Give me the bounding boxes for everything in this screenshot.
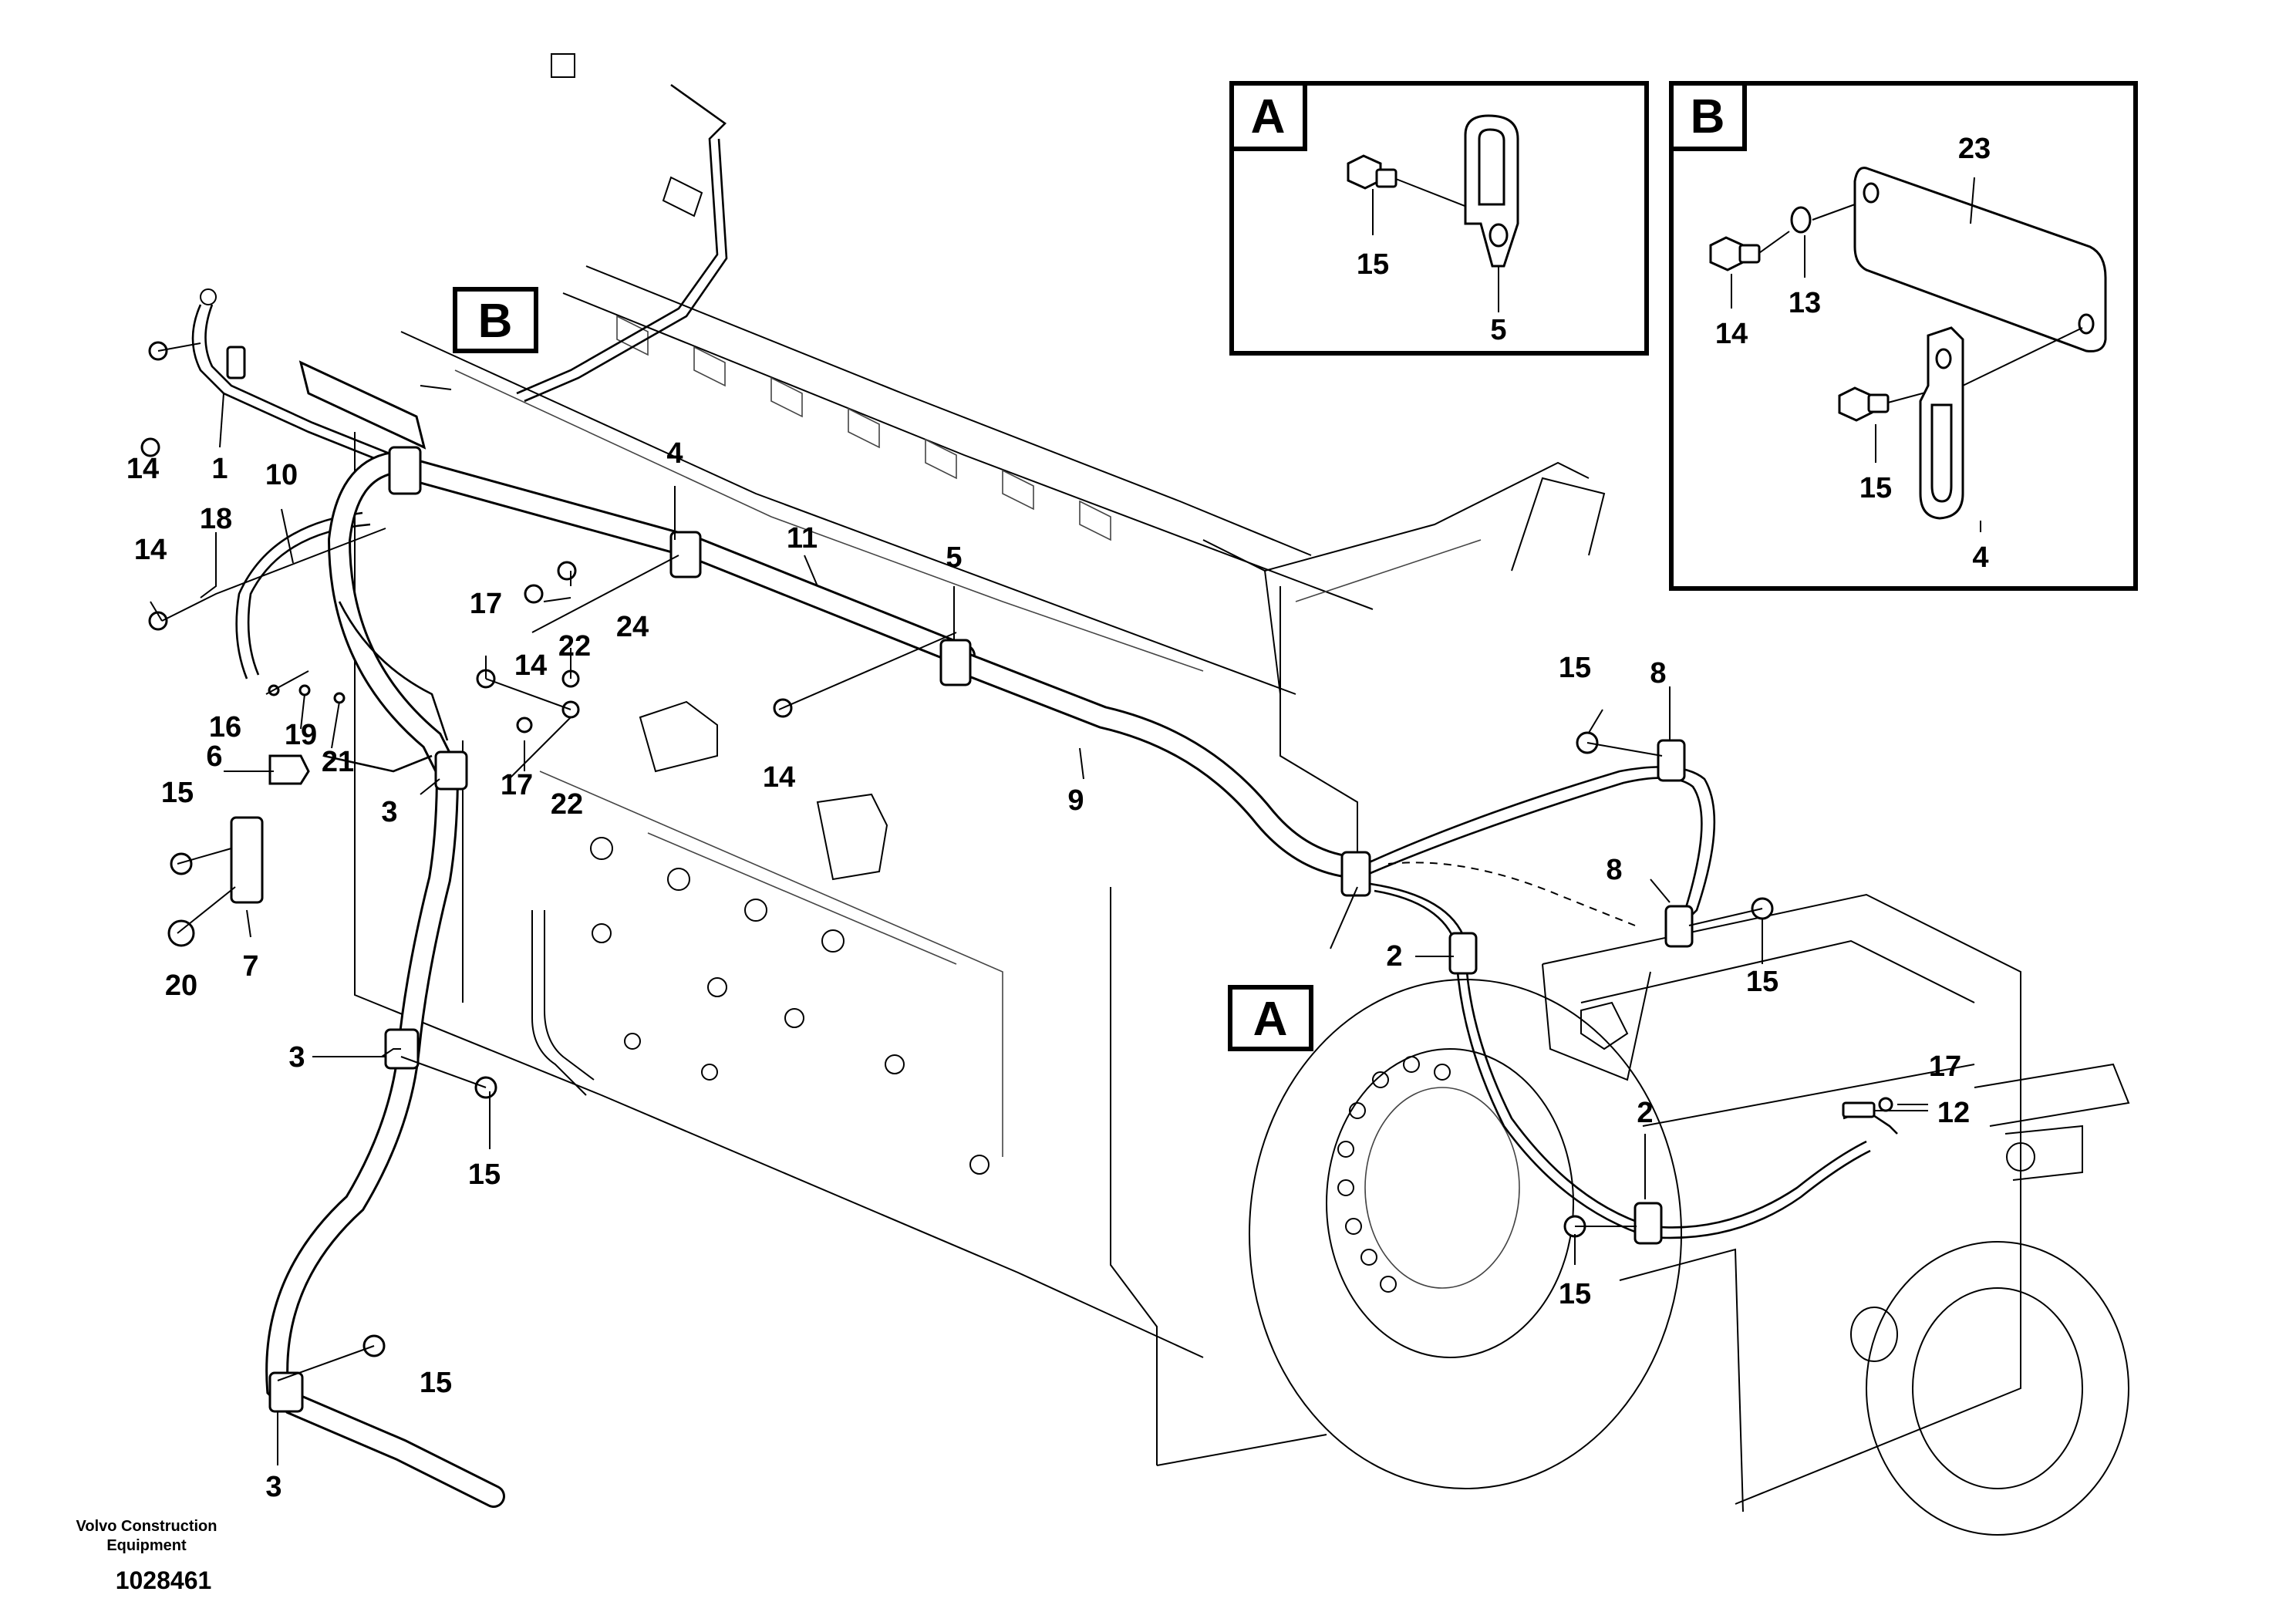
callout-17: 17	[470, 588, 502, 620]
clamps	[226, 346, 1876, 1413]
callout-18: 18	[200, 503, 232, 535]
callout-15: 15	[420, 1367, 452, 1399]
callout-8: 8	[1650, 657, 1666, 690]
callout-3: 3	[288, 1041, 305, 1074]
svg-text:15: 15	[1859, 472, 1892, 504]
svg-text:13: 13	[1789, 287, 1821, 319]
callout-9: 9	[1067, 784, 1084, 817]
svg-text:B: B	[478, 295, 513, 348]
callout-12: 12	[1937, 1097, 1970, 1129]
p-clamp-4-inset-b	[1919, 326, 1964, 520]
callout-3: 3	[381, 796, 397, 828]
callout-1: 1	[211, 453, 228, 485]
svg-text:A: A	[1253, 993, 1288, 1046]
washer-13	[1790, 206, 1812, 234]
callout-14: 14	[126, 453, 159, 485]
callout-15: 15	[1746, 966, 1778, 998]
view-tag-b-main: B	[453, 287, 538, 353]
leader-lines	[150, 342, 1928, 1465]
callout-21: 21	[322, 746, 354, 778]
document-number: 1028461	[116, 1566, 212, 1594]
callout-5: 5	[946, 541, 962, 574]
callout-22: 22	[558, 630, 591, 663]
inset-view-b: B 23 13 14 15	[1669, 81, 2138, 591]
callout-11: 11	[787, 522, 818, 555]
footer-credit: Volvo Construction Equipment 1028461	[76, 1518, 217, 1594]
callout-16: 16	[209, 711, 241, 744]
svg-text:A: A	[1251, 90, 1286, 143]
svg-text:23: 23	[1958, 133, 1991, 165]
callout-8: 8	[1606, 854, 1622, 886]
inset-view-a: A 15 5	[1229, 81, 1649, 356]
callout-15: 15	[1559, 652, 1591, 684]
callout-15: 15	[1559, 1278, 1591, 1310]
callout-15: 15	[468, 1158, 501, 1191]
callout-14: 14	[134, 534, 167, 566]
callout-22: 22	[551, 788, 583, 821]
callout-15: 15	[161, 777, 194, 809]
callout-2: 2	[1386, 940, 1402, 973]
svg-text:14: 14	[1715, 318, 1748, 350]
callout-labels: 14 1 10 18 14 4 11 5 17 24 22 14 16 19 6…	[126, 437, 1970, 1503]
callout-17: 17	[1929, 1050, 1961, 1083]
callout-6: 6	[206, 740, 222, 773]
callout-14: 14	[514, 649, 547, 682]
callout-17: 17	[501, 769, 533, 801]
callout-19: 19	[285, 719, 317, 751]
svg-text:Volvo Construction: Volvo Construction	[76, 1518, 217, 1535]
svg-text:B: B	[1691, 90, 1725, 143]
p-clamp-5-inset-a	[1464, 114, 1519, 268]
callout-4: 4	[666, 437, 683, 470]
cable-harness	[191, 288, 1898, 1508]
svg-text:15: 15	[1357, 248, 1389, 281]
bolt-15-inset-b	[1838, 386, 1890, 422]
svg-text:4: 4	[1972, 541, 1988, 574]
bolt-15-inset-a	[1347, 154, 1397, 190]
callout-2: 2	[1637, 1097, 1653, 1129]
view-tag-a-main: A	[1228, 985, 1313, 1051]
engine-block-drawing	[354, 53, 2130, 1536]
callout-20: 20	[165, 969, 197, 1002]
callout-7: 7	[242, 950, 258, 983]
callout-14: 14	[763, 761, 795, 794]
callout-10: 10	[265, 459, 298, 491]
callout-24: 24	[616, 611, 649, 643]
bolt-14-inset-b	[1709, 236, 1761, 271]
svg-text:Equipment: Equipment	[106, 1537, 187, 1554]
svg-text:5: 5	[1490, 314, 1506, 346]
callout-3: 3	[265, 1471, 282, 1503]
